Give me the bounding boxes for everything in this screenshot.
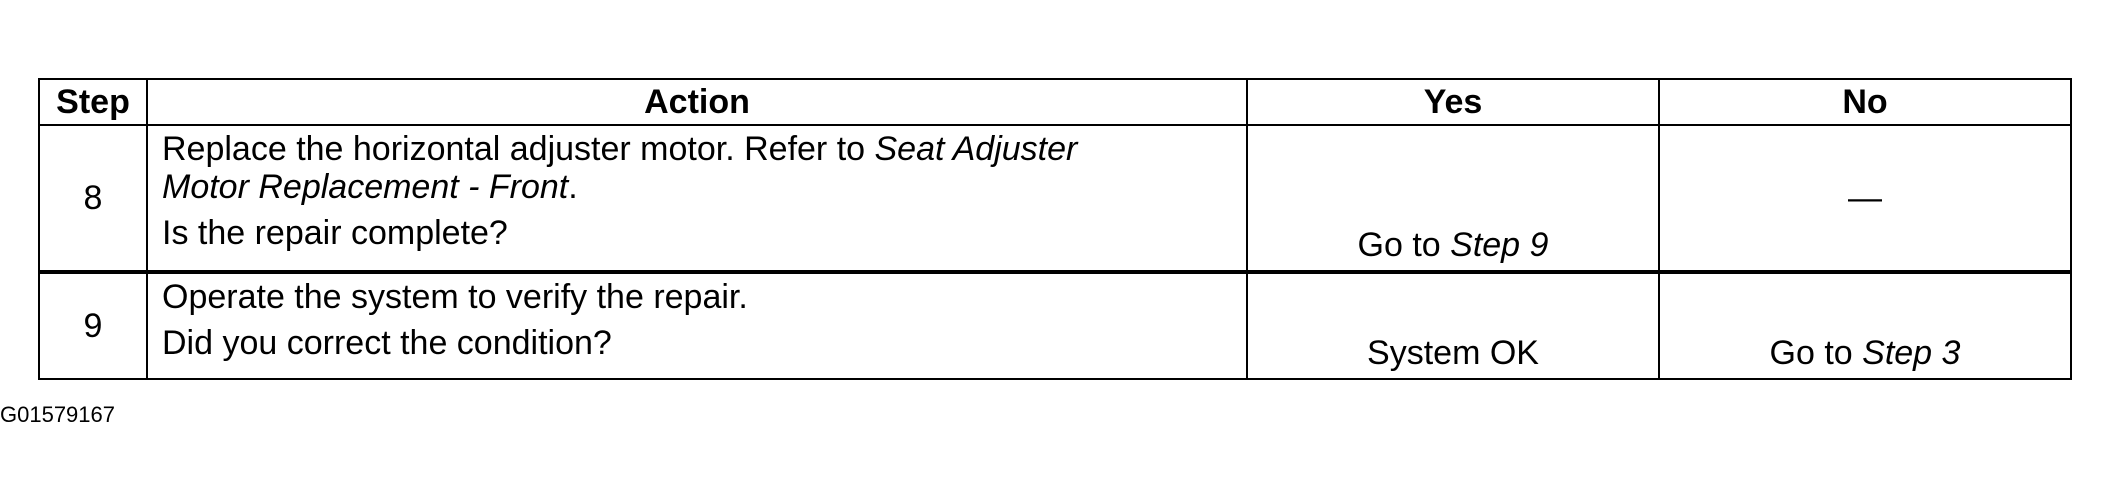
yes-text: System OK	[1367, 334, 1539, 372]
header-yes: Yes	[1246, 78, 1660, 126]
table-header-row: Step Action Yes No	[38, 78, 2072, 126]
header-no: No	[1658, 78, 2072, 126]
yes-text: Go to	[1357, 226, 1451, 264]
action-text-line: Replace the horizontal adjuster motor. R…	[162, 130, 1232, 168]
no-text: —	[1848, 179, 1882, 217]
reference-link: Seat Adjuster	[874, 130, 1078, 168]
spacer	[162, 206, 1232, 214]
spacer	[162, 316, 1232, 324]
header-action: Action	[146, 78, 1248, 126]
step-number: 8	[38, 124, 148, 274]
diagnostic-table: Step Action Yes No 8 Replace the horizon…	[38, 78, 2072, 380]
question-text: Is the repair complete?	[162, 214, 508, 252]
no-cell: Go to Step 3	[1658, 271, 2072, 380]
figure-id: G01579167	[0, 402, 115, 427]
action-text: .	[568, 168, 578, 206]
step-reference: Step 3	[1862, 334, 1961, 372]
header-step: Step	[38, 78, 148, 126]
yes-cell: System OK	[1246, 271, 1660, 380]
reference-link: Motor Replacement - Front	[162, 168, 569, 206]
yes-cell: Go to Step 9	[1246, 124, 1660, 274]
table-row: 8 Replace the horizontal adjuster motor.…	[38, 124, 2072, 274]
action-cell: Operate the system to verify the repair.…	[146, 271, 1248, 380]
table-row: 9 Operate the system to verify the repai…	[38, 271, 2072, 380]
action-text-line: Motor Replacement - Front.	[162, 168, 1232, 206]
action-text: Replace the horizontal adjuster motor. R…	[162, 130, 875, 168]
action-text: Operate the system to verify the repair.	[162, 278, 748, 316]
step-reference: Step 9	[1450, 226, 1549, 264]
step-number: 9	[38, 271, 148, 380]
action-cell: Replace the horizontal adjuster motor. R…	[146, 124, 1248, 274]
no-cell: —	[1658, 124, 2072, 274]
no-text: Go to	[1769, 334, 1863, 372]
question-text: Did you correct the condition?	[162, 324, 612, 362]
